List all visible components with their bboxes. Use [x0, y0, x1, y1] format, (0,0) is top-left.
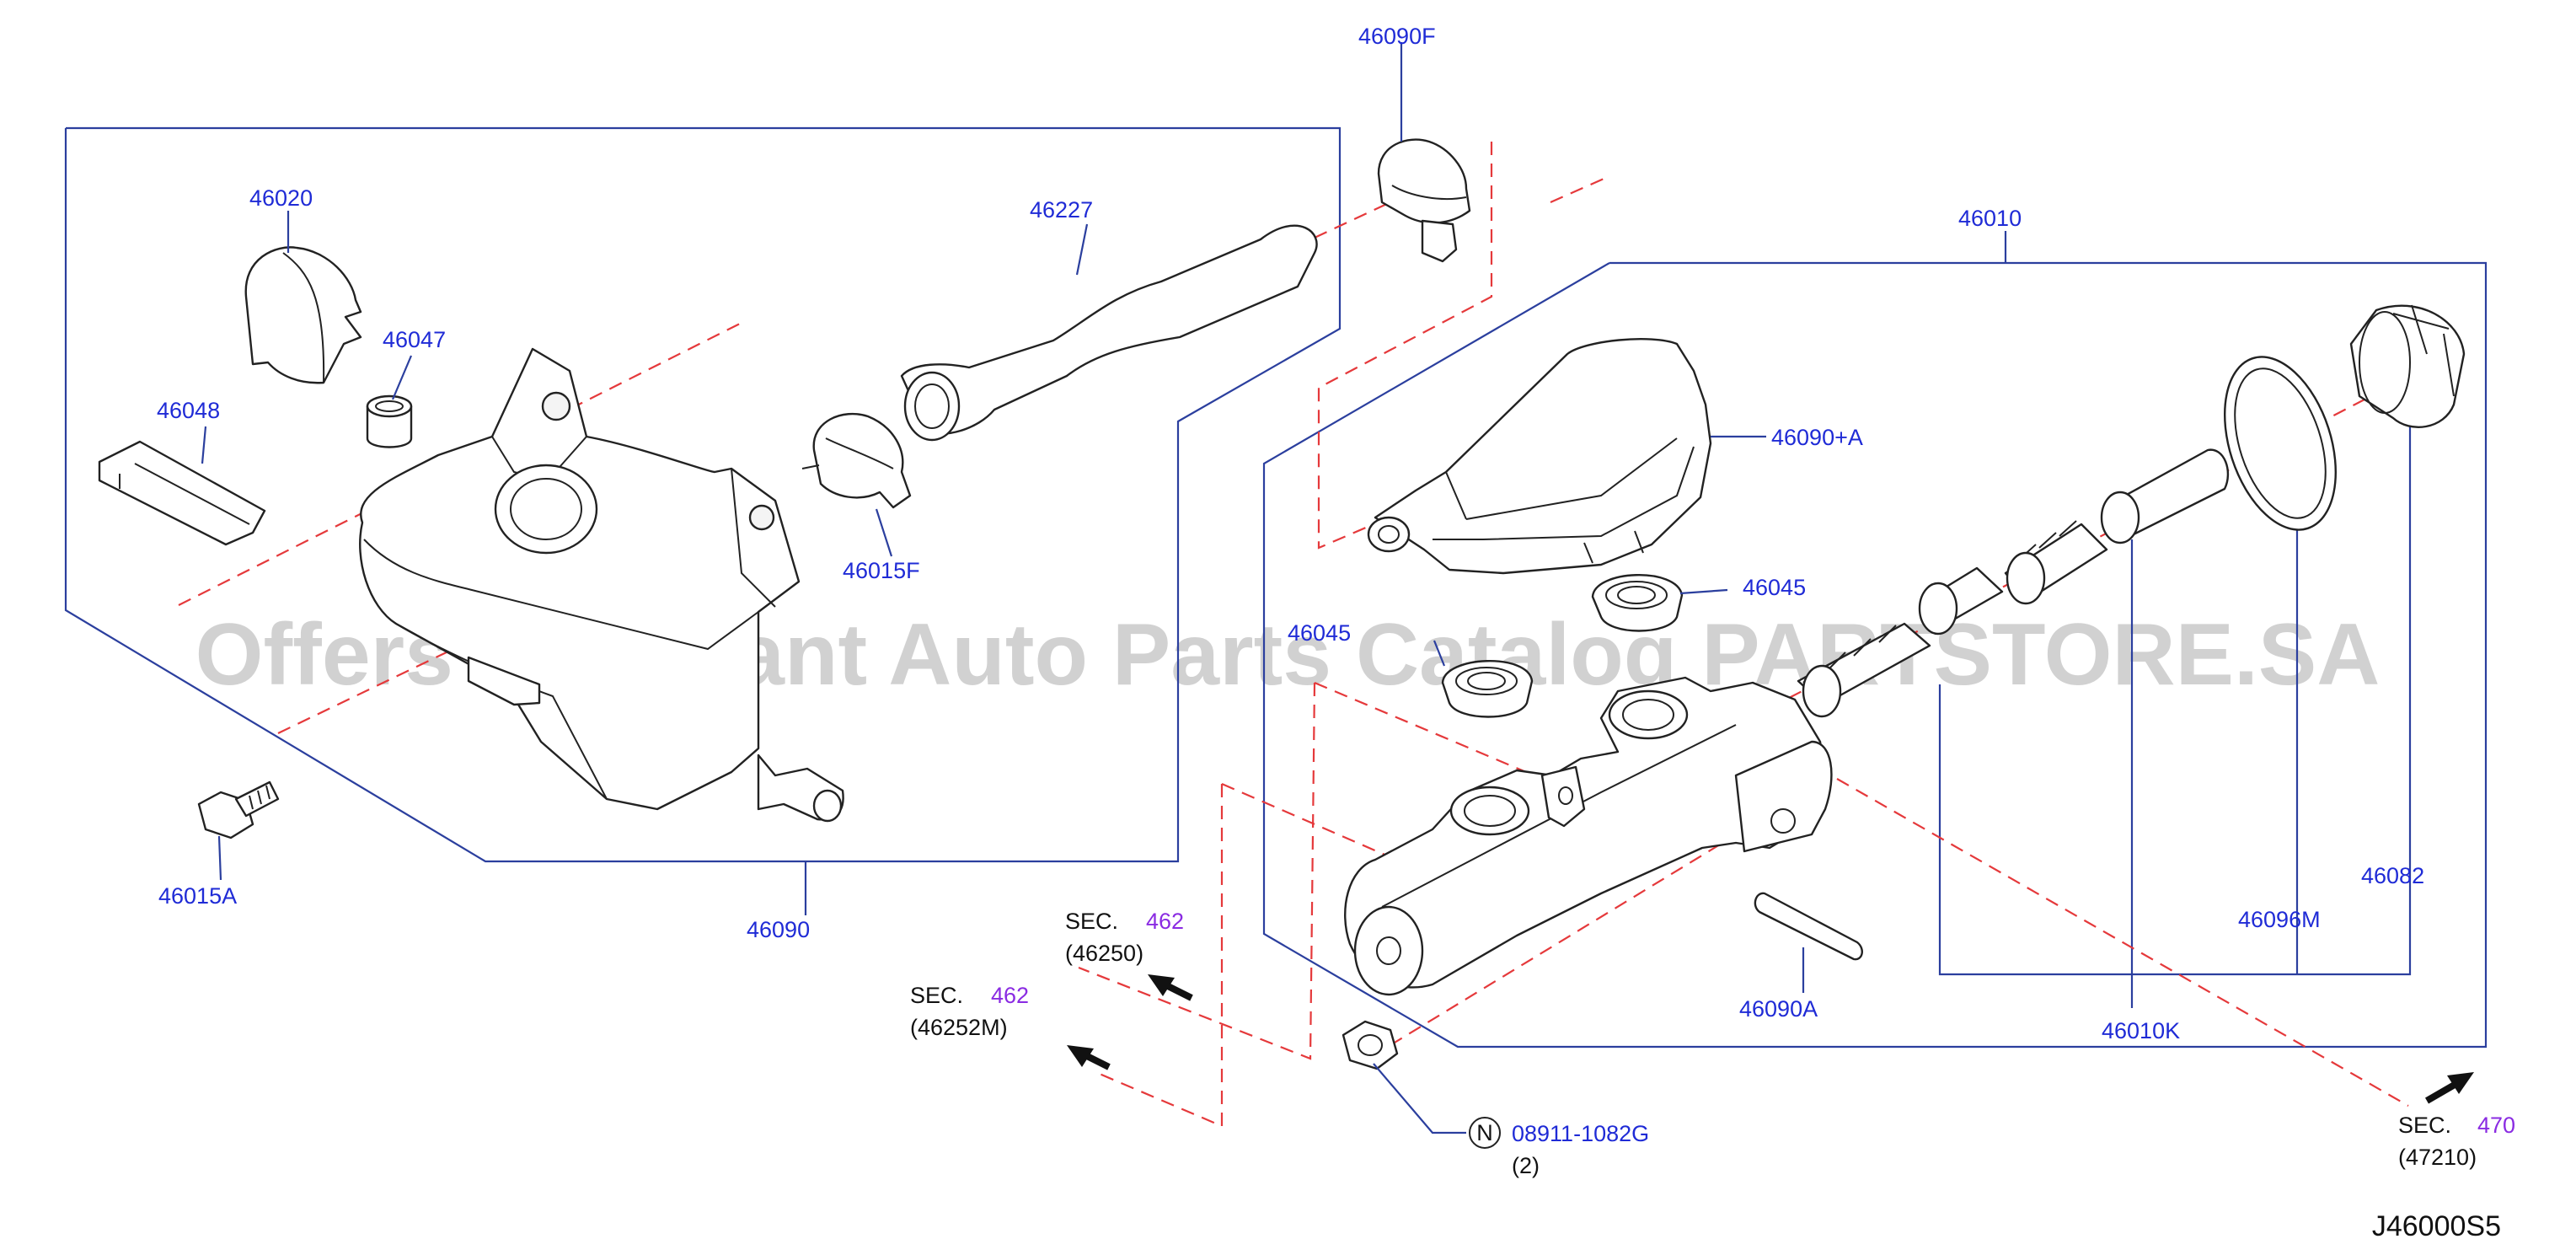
leader-line — [875, 508, 893, 557]
section-ref-sec: SEC. — [2398, 1113, 2451, 1138]
master-cylinder-body-icon — [1344, 676, 1833, 996]
part-label-08911-1082G[interactable]: 08911-1082G — [1512, 1121, 1649, 1146]
leader-line — [1075, 223, 1089, 276]
part-label-46045-lower[interactable]: 46045 — [1288, 620, 1351, 646]
part-label-46082[interactable]: 46082 — [2361, 863, 2424, 888]
section-ref-46252M[interactable]: SEC. 462 (46252M) — [910, 983, 1029, 1040]
part-label-46015F[interactable]: 46015F — [843, 558, 920, 583]
reservoir-cap-icon — [244, 246, 362, 384]
leader-line — [217, 835, 222, 881]
flange-nut-icon — [1342, 1020, 1399, 1070]
leader-line — [1433, 640, 1446, 667]
assembly-line — [1550, 175, 1609, 204]
reservoir-hose-icon — [900, 224, 1318, 442]
section-ref-number[interactable]: 462 — [1146, 909, 1184, 934]
diagram-code: J46000S5 — [2372, 1210, 2501, 1242]
master-cylinder-group-outline — [1262, 261, 2488, 1049]
arrow-icon — [1148, 974, 1193, 1001]
reservoir-group-outline — [64, 126, 1342, 863]
assembly-line — [1317, 142, 1493, 550]
part-label-46010K[interactable]: 46010K — [2102, 1018, 2180, 1043]
grommet-icon — [366, 394, 413, 448]
part-label-46227[interactable]: 46227 — [1030, 197, 1093, 223]
seal-strip-icon — [98, 440, 266, 546]
section-ref-46250[interactable]: SEC. 462 (46250) — [1065, 909, 1184, 966]
part-label-46020[interactable]: 46020 — [249, 185, 313, 211]
section-ref-47210[interactable]: SEC. 470 (47210) — [2398, 1113, 2515, 1170]
reservoir-tank-icon — [359, 347, 844, 823]
arrow-icon — [1067, 1045, 1111, 1070]
hose-clamp-icon — [801, 412, 912, 509]
retaining-pin-icon — [1754, 892, 1863, 961]
leader-line — [1373, 1063, 1466, 1134]
part-label-46015A[interactable]: 46015A — [158, 883, 237, 909]
assembly-line — [1390, 808, 1779, 1046]
bolt-icon — [197, 780, 280, 839]
part-label-46090F[interactable]: 46090F — [1358, 24, 1436, 49]
hose-clamp-top-icon — [1377, 138, 1471, 263]
nut-symbol-circle — [1469, 1117, 1501, 1149]
kit-group-bracket — [1938, 423, 2412, 976]
section-ref-sec: SEC. — [1065, 909, 1118, 934]
part-label-46090-plus-A[interactable]: 46090+A — [1771, 425, 1863, 450]
section-ref-sec: SEC. — [910, 983, 963, 1008]
o-ring-icon — [2224, 356, 2337, 531]
part-label-46048[interactable]: 46048 — [157, 398, 220, 423]
piston-kit-icon — [1797, 448, 2230, 718]
assembly-line — [1314, 201, 1391, 239]
reservoir-grommet-upper-icon — [1591, 574, 1684, 632]
nut-symbol-letter: N — [1476, 1120, 1493, 1145]
part-label-46010[interactable]: 46010 — [1958, 206, 2022, 231]
part-label-46045-upper[interactable]: 46045 — [1743, 575, 1806, 600]
section-ref-code: (46250) — [1065, 941, 1143, 966]
assembly-line — [1078, 682, 1316, 1060]
part-label-46090[interactable]: 46090 — [747, 917, 810, 942]
section-ref-number[interactable]: 462 — [991, 983, 1029, 1008]
leader-line — [1679, 588, 1728, 595]
reservoir-cover-icon — [1367, 338, 1712, 575]
nut-quantity: (2) — [1512, 1153, 1540, 1178]
reservoir-grommet-lower-icon — [1441, 660, 1534, 718]
leader-line — [391, 355, 413, 400]
part-label-46047[interactable]: 46047 — [383, 327, 446, 352]
cylinder-boot-icon — [2349, 304, 2466, 428]
section-ref-number[interactable]: 470 — [2477, 1113, 2515, 1138]
part-label-46090A[interactable]: 46090A — [1739, 996, 1818, 1022]
part-label-46096M[interactable]: 46096M — [2238, 907, 2321, 932]
assembly-line — [1095, 784, 1224, 1128]
assembly-line — [1836, 778, 2409, 1107]
section-ref-code: (46252M) — [910, 1015, 1008, 1040]
arrow-icon — [2424, 1072, 2474, 1104]
assembly-line — [1314, 681, 1695, 845]
section-ref-code: (47210) — [2398, 1145, 2477, 1170]
assembly-line — [1221, 782, 1417, 870]
leader-line — [201, 426, 207, 464]
